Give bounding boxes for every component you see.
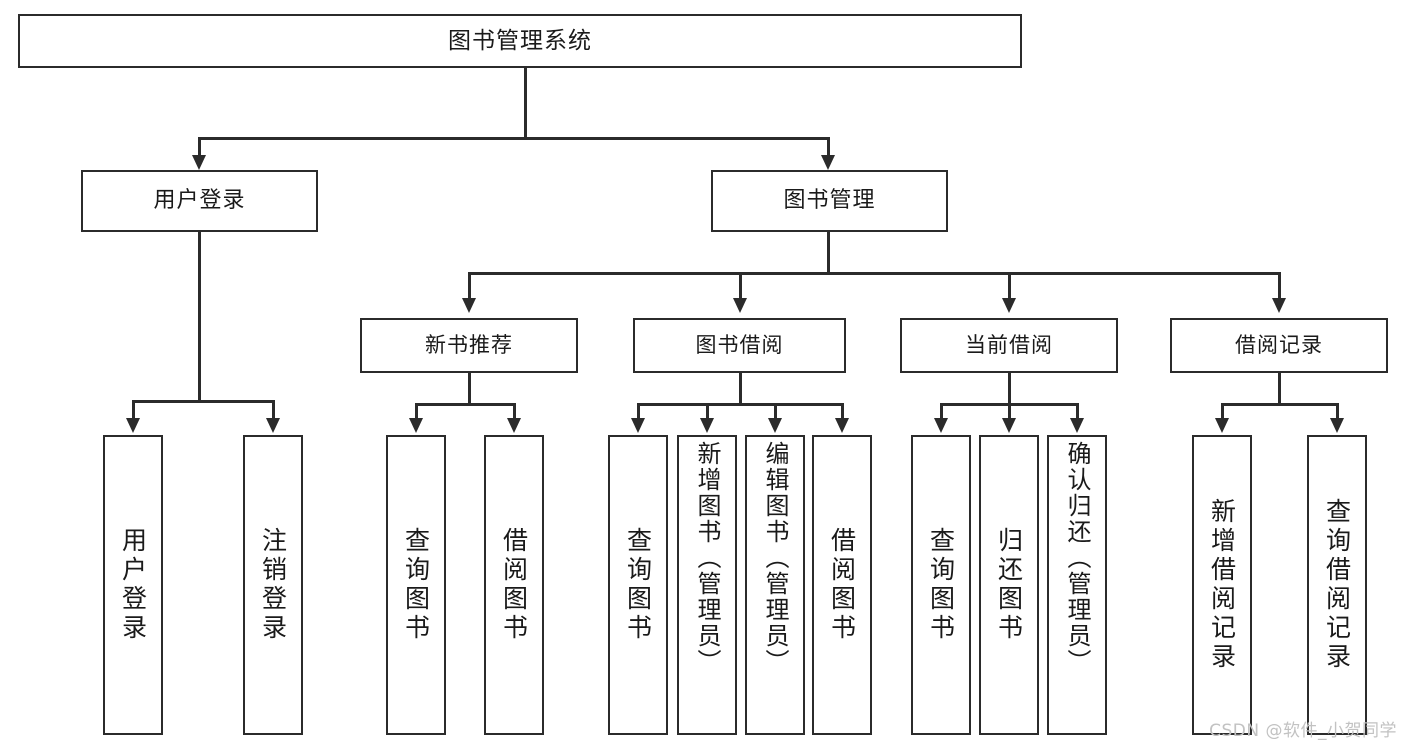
connector-root-bus (198, 137, 827, 140)
connector-new-book-stem (468, 373, 471, 405)
connector-book-manage-stem (827, 232, 830, 274)
arrowhead-leaf-borrow-2 (700, 418, 714, 433)
arrowhead-leaf-user-login-1 (126, 418, 140, 433)
connector-drop-user-login (198, 137, 201, 157)
node-root-system[interactable]: 图书管理系统 (18, 14, 1022, 68)
arrowhead-current (1002, 298, 1016, 313)
connector-drop-new-book (468, 272, 471, 300)
connector-drop-leaf-current-2 (1008, 403, 1011, 420)
node-label: 图书借阅 (695, 333, 784, 358)
connector-drop-leaf-record-2 (1336, 403, 1339, 420)
arrowhead-book-manage (821, 155, 835, 170)
arrowhead-leaf-record-2 (1330, 418, 1344, 433)
arrowhead-leaf-new-book-2 (507, 418, 521, 433)
node-label: 确认归还（管理员） (1063, 441, 1091, 675)
node-label: 查询图书 (623, 527, 653, 643)
arrowhead-new-book (462, 298, 476, 313)
leaf-node-logout[interactable]: 注销登录 (243, 435, 303, 735)
leaf-node-borrow-book[interactable]: 借阅图书 (812, 435, 872, 735)
connector-drop-leaf-new-book-1 (415, 403, 418, 420)
node-label: 编辑图书（管理员） (761, 441, 789, 675)
arrowhead-leaf-borrow-1 (631, 418, 645, 433)
node-label: 查询借阅记录 (1322, 498, 1352, 672)
node-label: 新书推荐 (425, 333, 513, 358)
leaf-node-query-book-current[interactable]: 查询图书 (911, 435, 971, 735)
connector-record-stem (1278, 373, 1281, 405)
node-label: 图书管理系统 (448, 27, 592, 54)
arrowhead-leaf-current-1 (934, 418, 948, 433)
connector-drop-current (1008, 272, 1011, 300)
connector-drop-leaf-borrow-4 (841, 403, 844, 420)
node-label: 注销登录 (258, 527, 288, 643)
leaf-node-return-book[interactable]: 归还图书 (979, 435, 1039, 735)
arrowhead-leaf-current-3 (1070, 418, 1084, 433)
connector-drop-leaf-record-1 (1221, 403, 1224, 420)
connector-drop-leaf-current-1 (940, 403, 943, 420)
connector-drop-leaf-new-book-2 (513, 403, 516, 420)
node-label: 新增图书（管理员） (693, 441, 721, 675)
node-label: 归还图书 (994, 527, 1024, 643)
connector-new-book-bus (415, 403, 516, 406)
leaf-node-user-login[interactable]: 用户登录 (103, 435, 163, 735)
node-label: 借阅图书 (827, 527, 857, 643)
connector-record-bus (1221, 403, 1338, 406)
node-label: 借阅图书 (499, 527, 529, 643)
connector-drop-leaf-current-3 (1076, 403, 1079, 420)
arrowhead-borrow (733, 298, 747, 313)
leaf-node-query-book-newbook[interactable]: 查询图书 (386, 435, 446, 735)
leaf-node-borrow-book-newbook[interactable]: 借阅图书 (484, 435, 544, 735)
node-new-book-recommend[interactable]: 新书推荐 (360, 318, 578, 373)
node-label: 用户登录 (153, 188, 246, 214)
connector-borrow-bus (637, 403, 843, 406)
leaf-node-add-borrow-record[interactable]: 新增借阅记录 (1192, 435, 1252, 735)
node-book-borrow[interactable]: 图书借阅 (633, 318, 846, 373)
leaf-node-confirm-return-admin[interactable]: 确认归还（管理员） (1047, 435, 1107, 735)
connector-drop-book-manage (827, 137, 830, 157)
node-book-manage[interactable]: 图书管理 (711, 170, 948, 232)
node-label: 图书管理 (783, 188, 876, 214)
node-current-borrow[interactable]: 当前借阅 (900, 318, 1118, 373)
arrowhead-leaf-new-book-1 (409, 418, 423, 433)
node-label: 当前借阅 (965, 333, 1053, 358)
leaf-node-add-book-admin[interactable]: 新增图书（管理员） (677, 435, 737, 735)
arrowhead-leaf-borrow-3 (768, 418, 782, 433)
connector-drop-leaf-user-login-1 (132, 400, 135, 420)
connector-drop-leaf-borrow-2 (706, 403, 709, 420)
node-label: 查询图书 (926, 527, 956, 643)
connector-drop-leaf-borrow-3 (774, 403, 777, 420)
node-label: 新增借阅记录 (1207, 498, 1237, 672)
connector-user-login-bus (132, 400, 272, 403)
arrowhead-user-login (192, 155, 206, 170)
node-label: 用户登录 (118, 527, 148, 643)
node-label: 借阅记录 (1235, 333, 1323, 358)
arrowhead-record (1272, 298, 1286, 313)
connector-user-login-stem (198, 232, 201, 402)
leaf-node-edit-book-admin[interactable]: 编辑图书（管理员） (745, 435, 805, 735)
node-label: 查询图书 (401, 527, 431, 643)
connector-current-stem (1008, 373, 1011, 405)
connector-drop-borrow (739, 272, 742, 300)
connector-borrow-stem (739, 373, 742, 405)
node-borrow-record[interactable]: 借阅记录 (1170, 318, 1388, 373)
connector-drop-leaf-user-login-2 (272, 400, 275, 420)
leaf-node-query-book-borrow[interactable]: 查询图书 (608, 435, 668, 735)
connector-book-manage-bus (468, 272, 1280, 275)
connector-root-stem (524, 68, 527, 138)
node-user-login[interactable]: 用户登录 (81, 170, 318, 232)
connector-drop-leaf-borrow-1 (637, 403, 640, 420)
leaf-node-query-borrow-record[interactable]: 查询借阅记录 (1307, 435, 1367, 735)
arrowhead-leaf-current-2 (1002, 418, 1016, 433)
connector-drop-record (1278, 272, 1281, 300)
arrowhead-leaf-record-1 (1215, 418, 1229, 433)
arrowhead-leaf-user-login-2 (266, 418, 280, 433)
arrowhead-leaf-borrow-4 (835, 418, 849, 433)
